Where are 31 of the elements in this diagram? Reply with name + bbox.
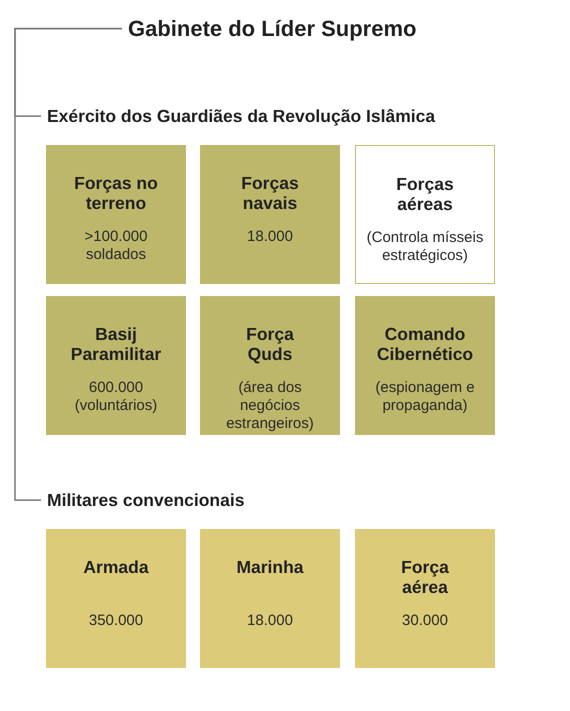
unit-card [200,529,340,668]
unit-card [200,145,340,284]
unit-name: Força aérea [400,557,450,597]
unit-detail: 18.000 [246,228,294,246]
unit-name: Força Quds [245,324,295,364]
unit-detail: (espionagem e propaganda) [374,379,476,415]
unit-detail: 30.000 [401,612,449,630]
unit-detail: (Controla mísseis estratégicos) [366,229,484,265]
unit-name: Forças no terreno [73,173,159,213]
unit-card [355,529,495,668]
unit-card [46,145,186,284]
unit-name: Basij Paramilitar [70,324,162,364]
unit-card [200,296,340,435]
unit-detail: 600.000 (voluntários) [74,379,158,415]
unit-name: Armada [82,557,150,577]
unit-detail: 18.000 [246,612,294,630]
unit-detail: 350.000 [88,612,144,630]
unit-name: Forças navais [240,173,300,213]
unit-card [46,529,186,668]
unit-card [355,145,495,284]
unit-detail: (área dos negócios estrangeiros) [225,379,315,433]
section-heading: Militares convencionais [47,490,244,510]
unit-name: Forças aéreas [395,174,455,214]
chart-heading: Gabinete do Líder Supremo [128,16,416,42]
section-heading: Exército dos Guardiães da Revolução Islâmica [47,106,436,126]
unit-detail: >100.000 soldados [84,228,148,264]
connector-line [14,28,122,501]
unit-name: Comando Cibernético [376,324,474,364]
unit-card [355,296,495,435]
unit-card [46,296,186,435]
unit-name: Marinha [235,557,305,577]
